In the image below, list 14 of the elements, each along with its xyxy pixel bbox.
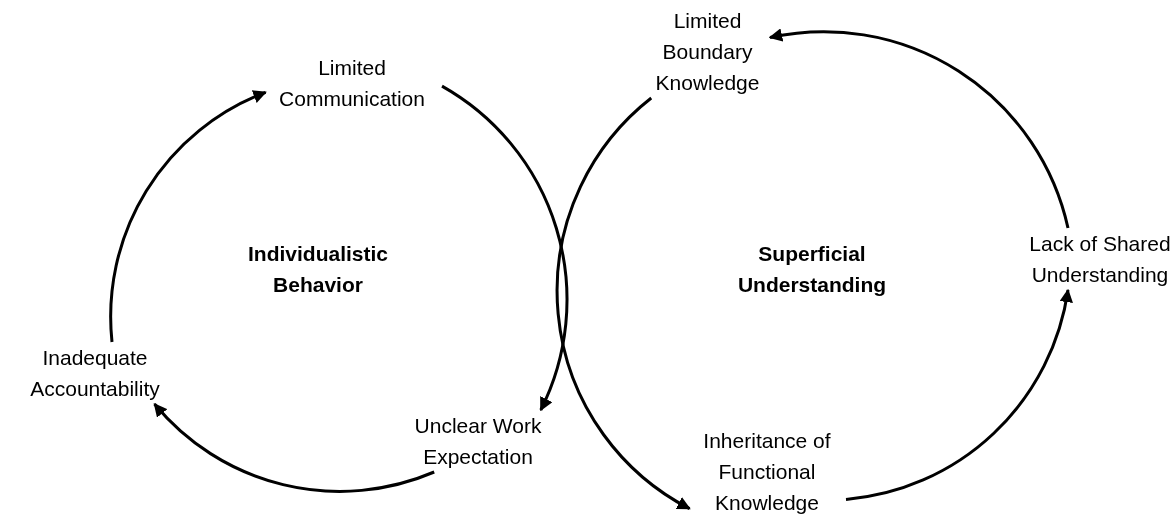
curved-arrow	[845, 288, 1073, 501]
curved-arrow	[441, 84, 569, 412]
node-label: Unclear Work Expectation	[405, 410, 551, 472]
curved-arrow	[153, 402, 435, 493]
curved-arrow	[555, 96, 691, 510]
cycle-title: Superficial Understanding	[736, 241, 888, 298]
node-label: Lack of Shared Understanding	[1020, 228, 1172, 290]
curved-arrow	[109, 90, 267, 343]
cycle-title: Individualistic Behavior	[247, 241, 389, 298]
node-label: Inadequate Accountability	[10, 342, 180, 404]
node-label: Limited Communication	[262, 52, 442, 114]
curved-arrow	[768, 29, 1070, 229]
node-label: Limited Boundary Knowledge	[645, 5, 770, 98]
node-label: Inheritance of Functional Knowledge	[688, 425, 846, 518]
